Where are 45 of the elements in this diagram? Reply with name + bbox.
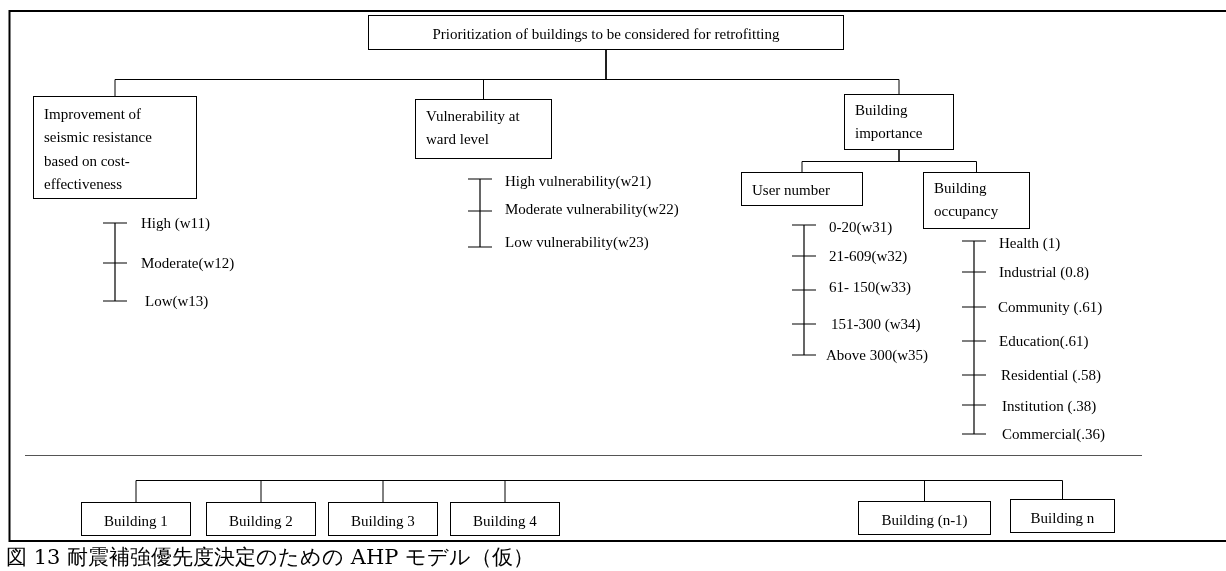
criterion-box — [741, 172, 863, 206]
alternative-box — [81, 502, 191, 536]
box-text: Building 2 — [228, 512, 294, 531]
scale-label: High vulnerability(w21) — [505, 172, 652, 190]
scale-label: 0-20(w31) — [829, 218, 893, 236]
caption: 図 13 耐震補強優先度決定のための AHP モデル（仮） — [6, 544, 535, 571]
scale-label: Moderate(w12) — [141, 254, 235, 272]
criterion-box — [33, 96, 197, 199]
box-text: Building n — [1029, 509, 1096, 528]
alternative-box — [328, 502, 438, 536]
box-text: Building importance — [855, 101, 924, 144]
scale-label: Commercial(.36) — [1002, 425, 1105, 443]
box-text: Building 1 — [103, 512, 169, 531]
scale-label: Above 300(w35) — [826, 346, 929, 364]
box-text: Improvement of seismic resistance based on cost-effectiveness — [44, 105, 153, 194]
box-text: User number — [752, 181, 831, 200]
scale-label: High (w11) — [141, 214, 211, 232]
alternative-box — [858, 501, 991, 535]
box-text: Vulnerability at ward level — [426, 107, 521, 150]
scale-label: Residential (.58) — [1001, 366, 1101, 384]
connector — [898, 149, 977, 173]
scale-label: 21-609(w32) — [829, 247, 908, 265]
box-text: Building occupancy — [934, 179, 1000, 222]
criterion-box — [923, 172, 1030, 229]
scale-label: Education(.61) — [999, 332, 1089, 350]
scale-label: Moderate vulnerability(w22) — [505, 200, 679, 218]
box-text: Prioritization of buildings to be considered for retrofitting — [431, 25, 781, 44]
box-text: Building 4 — [472, 512, 538, 531]
scale-label: Institution (.38) — [1002, 397, 1097, 415]
scale-label: Health (1) — [999, 234, 1061, 252]
connector — [605, 49, 900, 95]
scale-label: Low vulnerability(w23) — [505, 233, 649, 251]
criterion-box — [844, 94, 954, 150]
box-text: Building 3 — [350, 512, 416, 531]
scale-label: 61- 150(w33) — [829, 278, 912, 296]
alternative-box — [450, 502, 560, 536]
scale-label: Community (.61) — [998, 298, 1103, 316]
scale-label: 151-300 (w34) — [831, 315, 921, 333]
box-text: Building (n-1) — [880, 511, 969, 530]
alternative-box — [1010, 499, 1115, 533]
goal-box — [368, 15, 844, 50]
criterion-box — [415, 99, 552, 159]
scale-label: Low(w13) — [145, 292, 209, 310]
scale-label: Industrial (0.8) — [999, 263, 1089, 281]
alternative-box — [206, 502, 316, 536]
